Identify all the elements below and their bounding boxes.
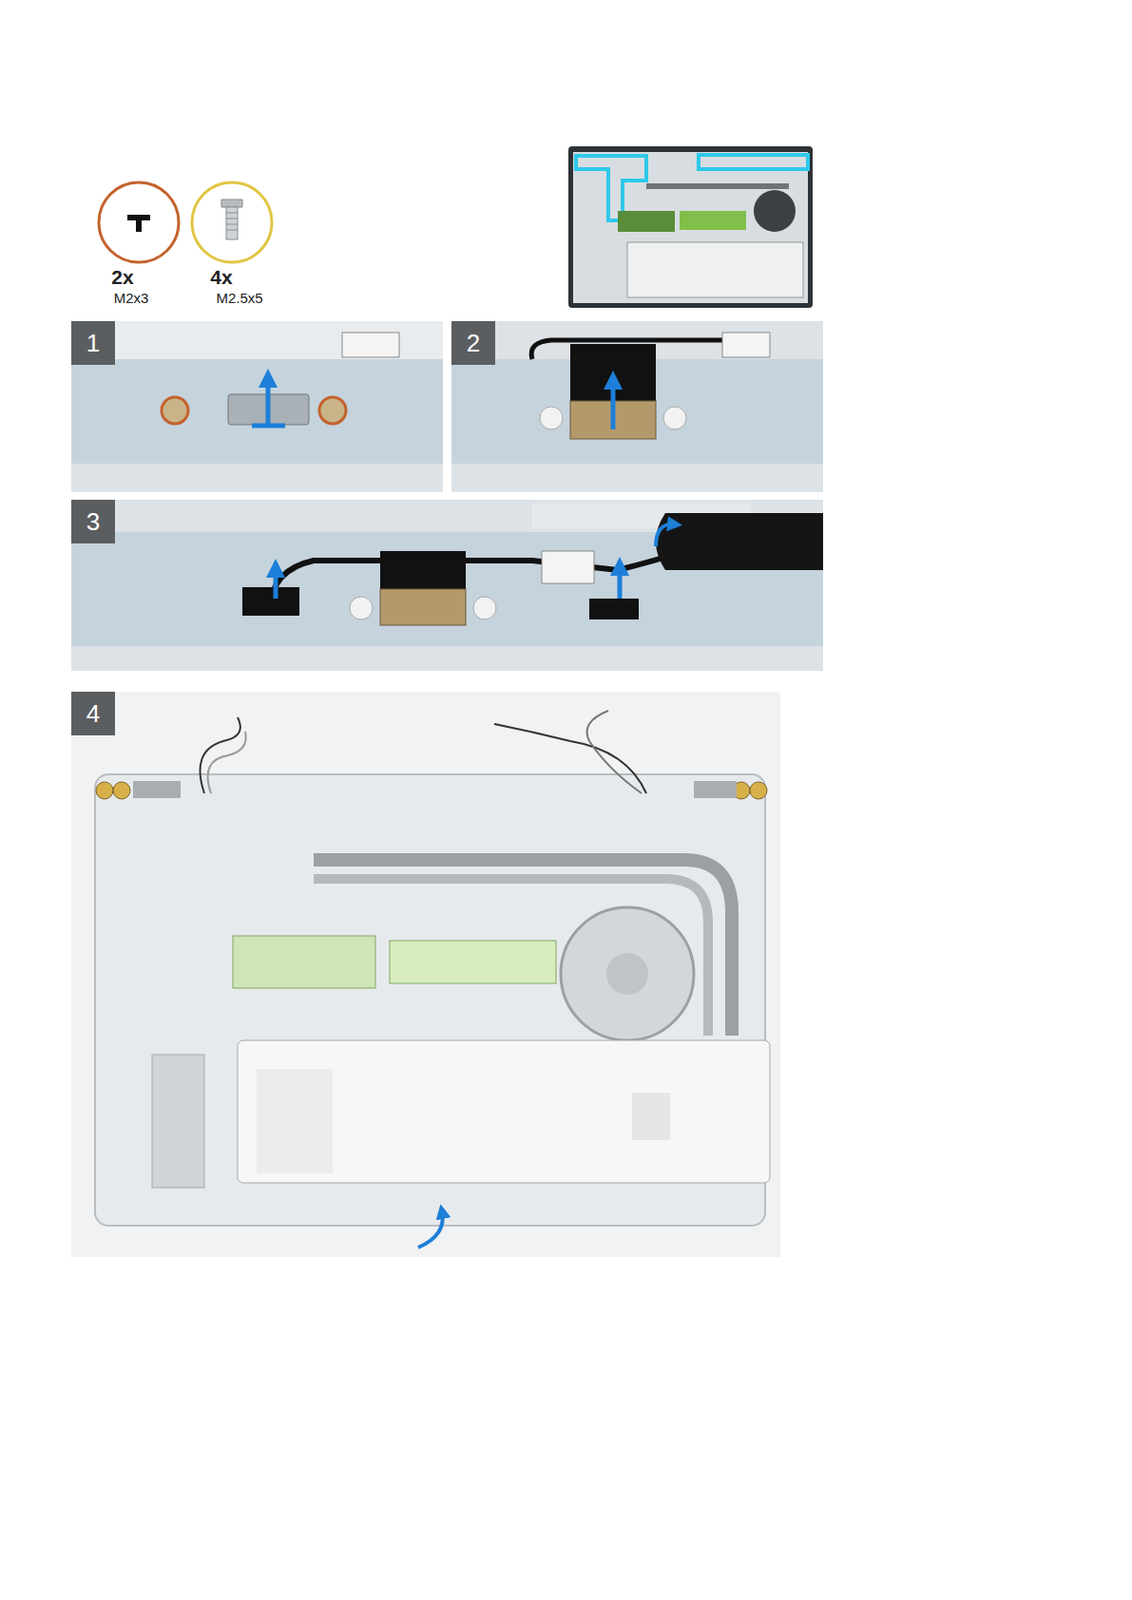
highlight	[575, 155, 647, 221]
antenna-cable	[587, 710, 643, 794]
step-number-text: 1	[86, 330, 100, 356]
battery-label	[632, 1093, 671, 1141]
step-number-text: 2	[466, 330, 480, 356]
step-number-text: 3	[86, 509, 100, 535]
step-number-text: 4	[86, 701, 100, 727]
lift-arrow	[273, 568, 279, 599]
battery	[627, 242, 804, 298]
photo-panel	[71, 691, 781, 1258]
screw-count: 4x	[210, 266, 232, 288]
battery-label	[256, 1069, 333, 1174]
board-edge	[71, 321, 443, 360]
cable-connector	[242, 587, 300, 616]
highlight	[698, 154, 808, 170]
sticker	[722, 332, 770, 358]
ssd	[389, 940, 557, 984]
screw-icon	[221, 199, 243, 208]
cable-connector	[589, 598, 639, 620]
io-board	[152, 1055, 205, 1189]
antenna-cable	[200, 717, 241, 794]
step-number: 3	[71, 499, 116, 544]
fan	[560, 907, 694, 1041]
screw-thread	[226, 212, 238, 231]
lift-arrow	[611, 380, 616, 430]
ssd	[617, 211, 675, 232]
photo-panel	[451, 321, 824, 493]
screw	[319, 397, 346, 424]
photo-panel	[71, 321, 443, 493]
fan-hub	[606, 953, 649, 996]
screw-icon	[127, 214, 151, 232]
hinge-screw	[749, 782, 768, 800]
standoff	[349, 596, 373, 620]
hinge	[693, 781, 737, 799]
standoff	[473, 596, 497, 620]
circuit-board	[71, 359, 443, 464]
hinge-screw	[95, 782, 114, 800]
antenna-cable	[208, 731, 247, 794]
screw-circle	[98, 182, 179, 263]
sticker	[541, 551, 595, 584]
antenna-cable	[494, 724, 647, 794]
screw-size: M2.5x5	[215, 290, 263, 307]
battery	[237, 1040, 770, 1184]
overview-board	[573, 152, 808, 304]
lift-arrow	[617, 566, 623, 599]
screw	[161, 397, 189, 424]
peel-arrow	[655, 524, 675, 547]
cable-connector	[380, 589, 466, 626]
standoff	[663, 406, 687, 430]
memory	[679, 211, 747, 231]
sticker	[342, 332, 400, 358]
lift-arrow	[418, 1211, 443, 1248]
lift-arrow	[251, 423, 286, 429]
cable-tape	[380, 551, 466, 590]
step-number: 1	[71, 321, 116, 365]
screw-count: 2x	[111, 266, 134, 288]
screw-size: M2x3	[114, 290, 150, 307]
hinge-barrel	[655, 513, 824, 571]
heat-pipe	[646, 183, 789, 190]
hinge	[133, 781, 181, 799]
step-number: 2	[451, 321, 496, 365]
lift-arrow	[266, 378, 271, 426]
photo-panel	[71, 499, 824, 672]
screw-circle	[191, 182, 272, 263]
memory-module	[232, 936, 376, 989]
step-number: 4	[71, 691, 116, 736]
hinge-screw	[113, 782, 131, 800]
standoff	[539, 406, 563, 430]
screw-icon	[226, 207, 238, 240]
fan	[753, 190, 796, 232]
overview-frame	[568, 146, 813, 308]
